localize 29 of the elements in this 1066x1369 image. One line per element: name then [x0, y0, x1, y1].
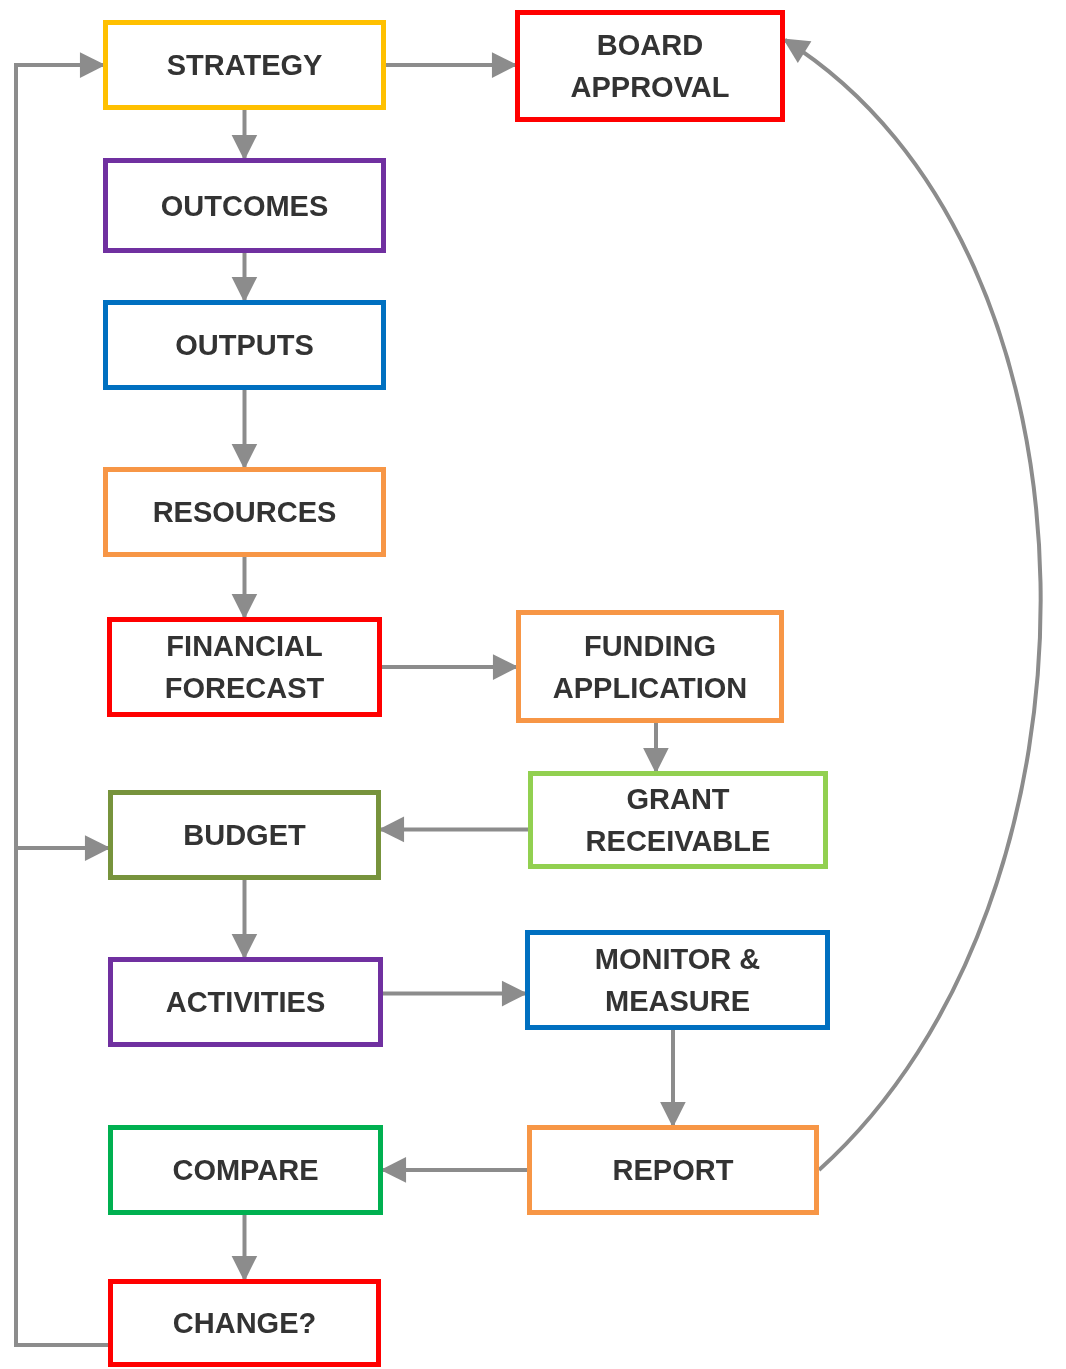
process-box — [108, 790, 381, 880]
box-label: MONITOR & MEASURE — [593, 942, 762, 1019]
process-box — [108, 957, 383, 1047]
process-box — [103, 20, 386, 110]
box-label: RESOURCES — [152, 495, 337, 530]
box-label: FINANCIAL FORECAST — [163, 629, 326, 706]
process-box — [107, 617, 382, 717]
process-box — [528, 771, 828, 869]
process-box — [515, 10, 785, 122]
process-box — [103, 467, 386, 557]
process-box — [103, 158, 386, 253]
box-label: BUDGET — [183, 818, 306, 853]
box-label: OUTCOMES — [160, 188, 329, 224]
process-box — [527, 1125, 819, 1215]
process-box — [108, 1279, 381, 1367]
process-box — [525, 930, 830, 1030]
box-label: BOARD APPROVAL — [569, 28, 731, 105]
box-label: CHANGE? — [172, 1306, 317, 1341]
process-box — [516, 610, 784, 723]
box-label: COMPARE — [172, 1153, 319, 1188]
box-label: ACTIVITIES — [165, 985, 326, 1020]
box-label: FUNDING APPLICATION — [551, 628, 749, 706]
process-box — [108, 1125, 383, 1215]
box-label: OUTPUTS — [175, 328, 314, 363]
box-label: GRANT RECEIVABLE — [584, 782, 772, 859]
process-box — [103, 300, 386, 390]
arrow — [783, 38, 1043, 1172]
box-label: STRATEGY — [166, 48, 323, 83]
box-label: REPORT — [612, 1153, 734, 1188]
